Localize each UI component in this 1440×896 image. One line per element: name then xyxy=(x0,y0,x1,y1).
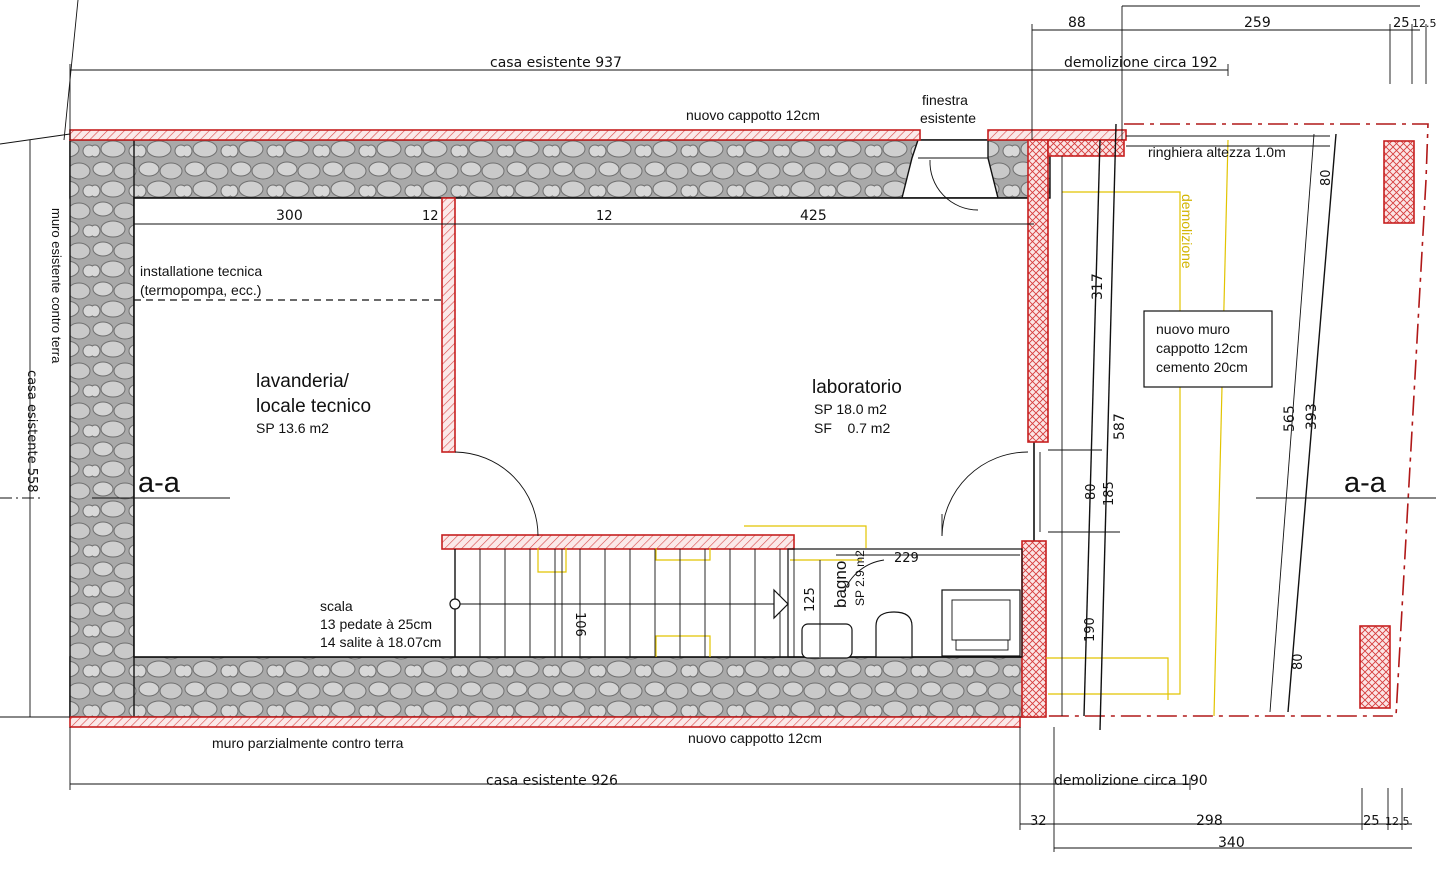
dim-bot-125: 12.5 xyxy=(1385,815,1410,828)
room-area-laboratorio-sp: SP 18.0 m2 xyxy=(814,401,887,417)
room-area-bagno: SP 2.9 m2 xyxy=(853,550,867,606)
note-cappotto-bottom: nuovo cappotto 12cm xyxy=(688,730,822,746)
terrace xyxy=(1039,123,1429,717)
dim-v-185: 185 xyxy=(1102,481,1117,506)
dim-v-80a: 80 xyxy=(1084,483,1099,500)
dim-casa-left: casa esistente 558 xyxy=(24,370,39,493)
dim-int-12b: 12 xyxy=(596,209,613,224)
dim-v-393: 393 xyxy=(1304,403,1320,430)
dim-top-88: 88 xyxy=(1068,15,1086,31)
note-nuovo-muro-3: cemento 20cm xyxy=(1156,359,1248,375)
note-installazione-1: installatione tecnica xyxy=(140,263,262,279)
note-scala-1: scala xyxy=(320,598,353,614)
stairs xyxy=(449,549,789,657)
note-scala-2: 13 pedate à 25cm xyxy=(320,616,432,632)
room-label-bagno: bagno xyxy=(831,561,850,608)
dimension-labels: casa esistente 937 demolizione circa 192… xyxy=(24,15,1437,851)
dim-v-80b: 80 xyxy=(1319,169,1334,186)
dimension-lines xyxy=(0,0,1427,852)
note-finestra-1: finestra xyxy=(922,92,968,108)
dim-bot-32: 32 xyxy=(1030,814,1047,829)
dim-int-425: 425 xyxy=(800,208,827,224)
dim-v-317: 317 xyxy=(1090,273,1106,300)
dim-top-259: 259 xyxy=(1244,15,1271,31)
dim-stair-106: 106 xyxy=(572,612,587,637)
room-label-locale-tecnico: locale tecnico xyxy=(256,396,371,417)
room-label-lavanderia: lavanderia/ xyxy=(256,371,350,392)
dim-casa-bottom: casa esistente 926 xyxy=(486,773,618,789)
sink-icon xyxy=(801,623,853,659)
new-walls xyxy=(441,139,1415,718)
dim-bot-298: 298 xyxy=(1196,813,1223,829)
note-demolizione-vertical: demolizione xyxy=(1179,194,1195,269)
dim-v-80c: 80 xyxy=(1291,653,1306,670)
dim-bath-125: 125 xyxy=(803,587,818,612)
dim-v-565: 565 xyxy=(1282,405,1298,432)
room-label-laboratorio: laboratorio xyxy=(812,377,902,398)
section-label-right: a-a xyxy=(1344,467,1387,499)
stone-walls xyxy=(69,139,1051,718)
note-nuovo-muro-2: cappotto 12cm xyxy=(1156,340,1248,356)
demolition-outline xyxy=(537,139,1229,717)
dim-bath-229: 229 xyxy=(894,551,919,566)
section-label-left: a-a xyxy=(138,467,181,499)
note-finestra-2: esistente xyxy=(920,110,976,126)
note-nuovo-muro-1: nuovo muro xyxy=(1156,321,1230,337)
dim-int-300: 300 xyxy=(276,208,303,224)
bathroom xyxy=(787,548,1023,659)
dim-v-587: 587 xyxy=(1112,413,1128,440)
room-area-laboratorio-sf: SF 0.7 m2 xyxy=(814,420,890,436)
dim-top-125: 12.5 xyxy=(1412,17,1437,30)
note-ringhiera: ringhiera altezza 1.0m xyxy=(1148,144,1286,160)
callout-box xyxy=(1143,310,1273,388)
washer-icon xyxy=(941,589,1021,657)
doors xyxy=(454,159,1029,593)
dim-demolizione-top: demolizione circa 192 xyxy=(1064,55,1218,71)
dim-v-190: 190 xyxy=(1083,617,1098,642)
dim-bot-340: 340 xyxy=(1218,835,1245,851)
toilet-icon xyxy=(875,611,913,658)
dim-casa-top: casa esistente 937 xyxy=(490,55,622,71)
dim-bot-25: 25 xyxy=(1363,814,1380,829)
dim-int-12a: 12 xyxy=(422,209,439,224)
dim-top-25: 25 xyxy=(1393,16,1410,31)
room-area-lavanderia: SP 13.6 m2 xyxy=(256,420,329,436)
note-cappotto-top: nuovo cappotto 12cm xyxy=(686,107,820,123)
note-muro-contro-terra: muro parzialmente contro terra xyxy=(212,735,404,751)
dim-demolizione-bottom: demolizione circa 190 xyxy=(1054,773,1208,789)
note-installazione-2: (termopompa, ecc.) xyxy=(140,282,261,298)
note-scala-3: 14 salite à 18.07cm xyxy=(320,634,441,650)
note-muro-esistente: muro esistente contro terra xyxy=(49,208,64,364)
